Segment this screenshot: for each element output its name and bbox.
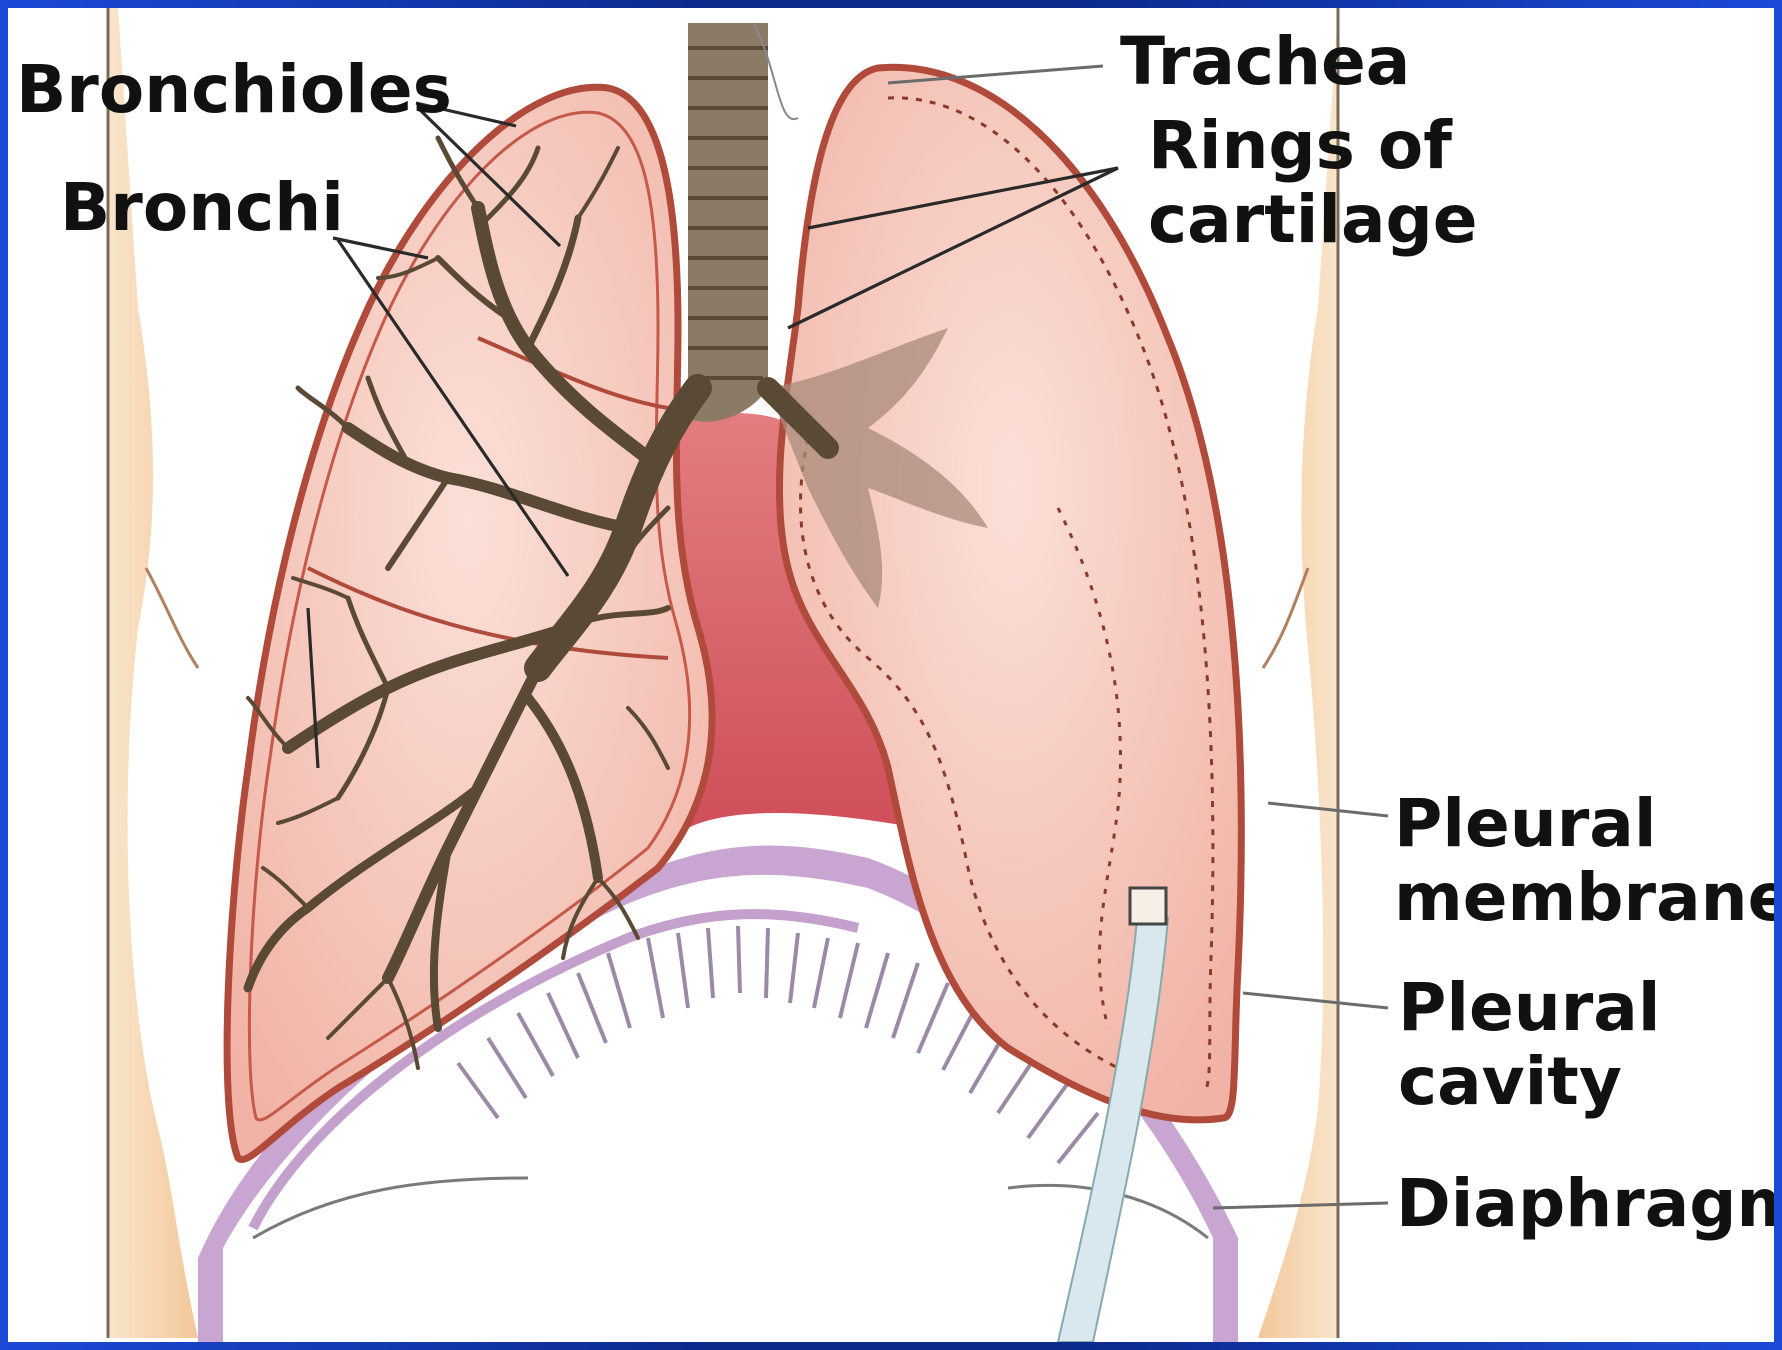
label-pleural-cavity-line1: Pleural bbox=[1398, 969, 1660, 1046]
label-trachea: Trachea bbox=[1120, 23, 1410, 100]
label-pleural-membrane-line2: membrane bbox=[1394, 859, 1774, 936]
trachea bbox=[688, 23, 798, 422]
lung-diagram-svg: Bronchioles Bronchi Trachea Rings of car… bbox=[8, 8, 1774, 1342]
lung-diagram-figure: Bronchioles Bronchi Trachea Rings of car… bbox=[8, 8, 1774, 1342]
label-pleural-membrane-line1: Pleural bbox=[1394, 785, 1656, 862]
label-pleural-cavity-line2: cavity bbox=[1398, 1043, 1622, 1120]
label-rings-of-cartilage-line1: Rings of bbox=[1148, 107, 1453, 184]
label-bronchioles: Bronchioles bbox=[16, 51, 452, 128]
label-rings-of-cartilage-line2: cartilage bbox=[1148, 181, 1478, 258]
label-diaphragm: Diaphragm bbox=[1396, 1165, 1774, 1242]
label-bronchi: Bronchi bbox=[60, 169, 344, 246]
